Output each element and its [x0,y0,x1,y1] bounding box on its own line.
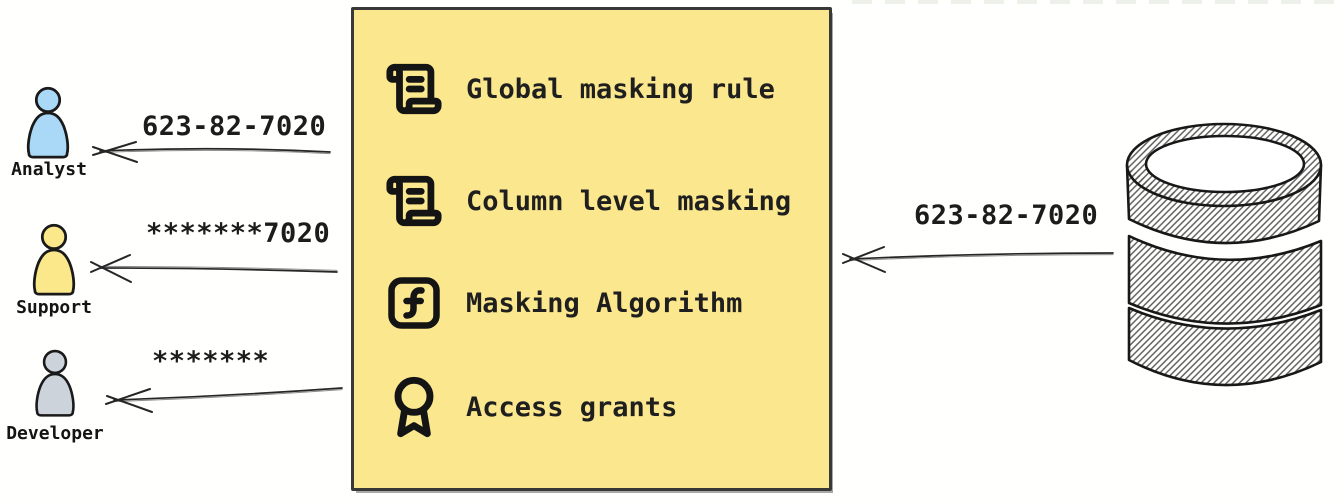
scroll-text-icon [384,172,444,230]
arrow-to-developer [105,387,343,413]
masking-box-item-label: Access grants [466,391,678,423]
canvas-edge-dashes [852,0,1340,4]
actor-label-support: Support [16,297,92,318]
unmasked-value-from-database: 623-82-7020 [914,200,1099,231]
masking-box-item-label: Masking Algorithm [466,287,743,319]
function-square-icon [384,273,444,333]
analyst-person-icon [26,86,70,159]
arrow-to-analyst [92,141,331,163]
arrow-to-support [90,254,338,283]
masking-policy-box: Global masking rule Column level masking… [351,7,832,491]
developer-person-icon [35,349,75,417]
actor-support [28,223,80,296]
masked-value-to-developer: ******* [152,346,270,377]
masking-box-item-label: Global masking rule [466,73,775,105]
masking-box-row: Masking Algorithm [384,272,742,334]
database-cylinder-icon [1125,122,1323,387]
actor-label-analyst: Analyst [11,159,87,180]
masking-box-item-label: Column level masking [466,185,792,217]
masking-box-row: Access grants [384,370,677,444]
masking-box-row: Column level masking [384,170,791,232]
actor-developer [29,349,81,417]
award-icon [384,372,444,442]
masked-value-to-support: *******7020 [146,218,331,249]
arrow-from-database [842,246,1114,273]
actor-analyst [22,86,74,159]
actor-label-developer: Developer [6,423,104,444]
support-person-icon [32,223,76,296]
masked-value-to-analyst: 623-82-7020 [142,111,327,142]
scroll-text-icon [384,60,444,118]
masking-box-row: Global masking rule [384,58,775,120]
